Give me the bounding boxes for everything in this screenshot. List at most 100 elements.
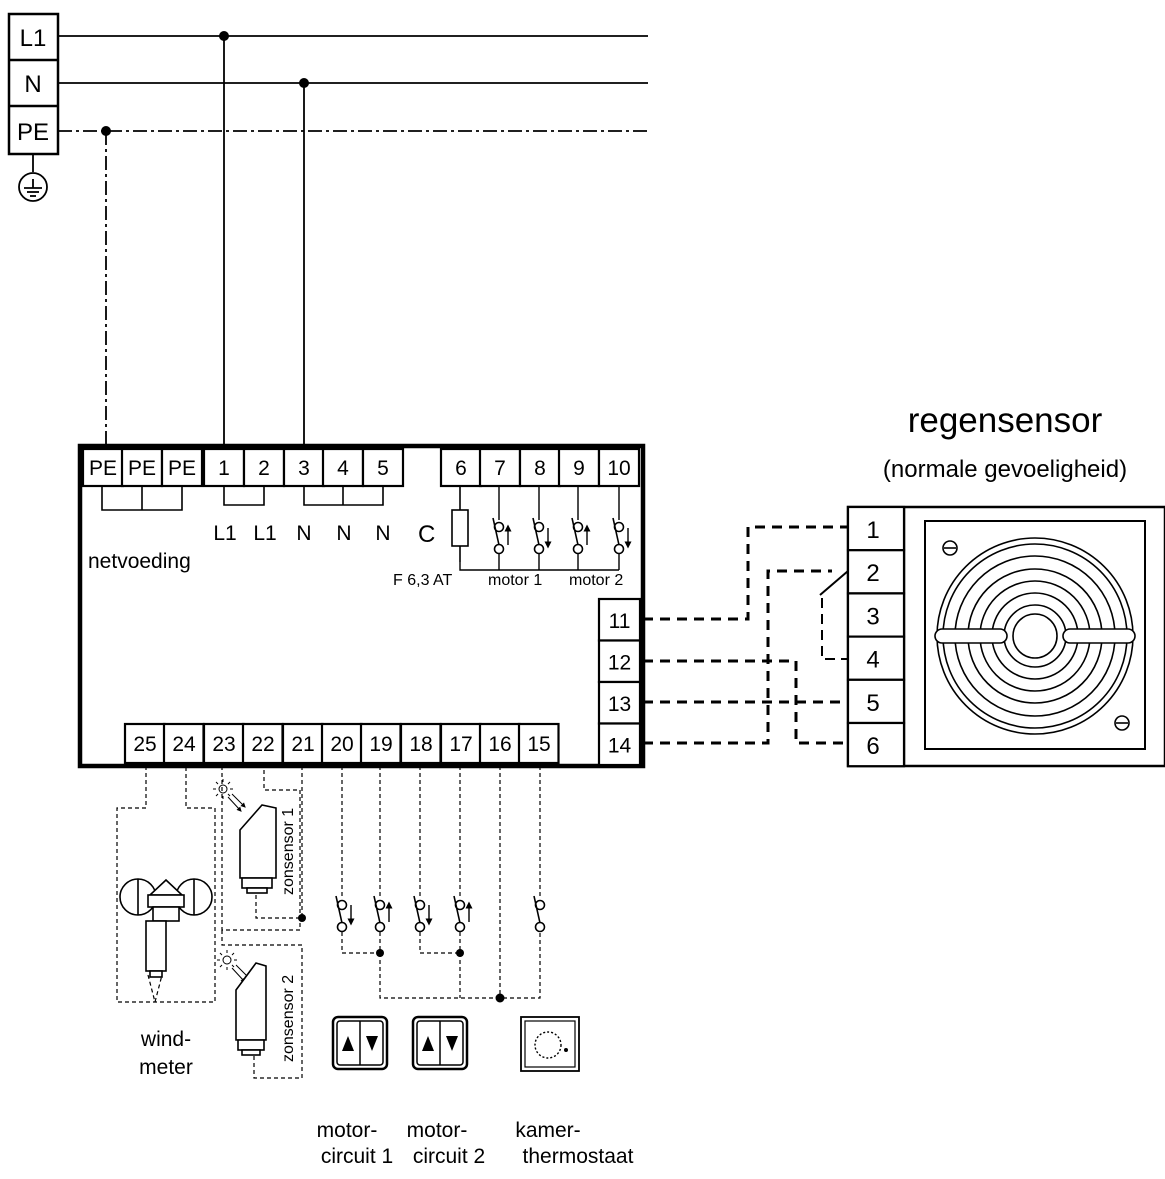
rain-sensor-wiring <box>643 525 848 745</box>
top-terminal-label: 6 <box>455 457 467 480</box>
bottom-terminal-label: 23 <box>212 733 235 756</box>
rain-terminal-label: 3 <box>866 603 879 630</box>
common-label: C <box>418 521 435 548</box>
windmeter-label-line1: wind- <box>140 1028 191 1051</box>
bottom-terminal-6: 19 <box>359 722 402 765</box>
rain-terminal-label: 5 <box>866 690 879 717</box>
top-terminal-10: 8 <box>518 447 562 488</box>
bottom-terminal-7: 18 <box>399 722 442 765</box>
zonsensor-2-label: zonsensor 2 <box>280 975 297 1062</box>
right-terminal-3: 14 <box>597 722 642 767</box>
rain-terminal-0: 1 <box>846 505 906 552</box>
top-terminal-label: 3 <box>298 457 310 480</box>
rain-sensor-subtitle: (normale gevoeligheid) <box>883 456 1127 483</box>
top-terminal-label: PE <box>168 457 196 480</box>
up-down-switch-icon <box>411 1015 469 1071</box>
bottom-terminal-0: 25 <box>123 722 166 765</box>
bottom-terminal-label: 19 <box>369 733 392 756</box>
relay-contact-icon <box>532 517 552 555</box>
rain-terminal-label: 2 <box>866 560 879 587</box>
bottom-terminal-label: 22 <box>251 733 274 756</box>
top-terminal-label: PE <box>128 457 156 480</box>
windmeter-label-line2: meter <box>139 1056 193 1079</box>
supply-label-2: L1 <box>253 522 276 545</box>
relay-contact-icon <box>335 895 355 933</box>
bottom-terminal-label: 16 <box>488 733 511 756</box>
rain-sensor-title: regensensor <box>908 401 1103 440</box>
supply-label-5: N <box>375 522 390 545</box>
top-terminal-2: PE <box>160 447 204 488</box>
top-terminal-6: 4 <box>321 447 365 488</box>
sun-icon <box>217 950 250 983</box>
thermostat-dial-icon <box>520 1016 580 1072</box>
motor-circuit-2-line2: circuit 2 <box>413 1145 485 1168</box>
top-terminal-label: 2 <box>258 457 270 480</box>
right-terminal-label: 13 <box>608 693 631 716</box>
rain-terminal-2: 3 <box>846 592 906 638</box>
top-terminal-8: 6 <box>439 447 483 488</box>
top-terminal-1: PE <box>120 447 164 488</box>
rain-terminal-3: 4 <box>846 635 906 681</box>
top-terminal-0: PE <box>81 447 125 488</box>
relay-contact-icon <box>492 517 512 555</box>
thermostat-line1: kamer- <box>515 1119 580 1142</box>
top-terminal-label: 4 <box>337 457 349 480</box>
bottom-terminal-5: 20 <box>320 722 363 765</box>
up-down-switch-icon <box>331 1015 389 1071</box>
top-terminal-label: 5 <box>377 457 389 480</box>
bottom-terminal-9: 16 <box>478 722 521 765</box>
motor1-label: motor 1 <box>488 572 542 589</box>
supply-label-4: N <box>336 522 351 545</box>
motor-circuit-1-line1: motor- <box>317 1119 378 1142</box>
rain-terminal-label: 6 <box>866 733 879 760</box>
mains-lines <box>58 35 648 446</box>
mains-label-pe: PE <box>17 119 49 146</box>
relay-contact-icon <box>373 895 393 933</box>
bottom-terminal-label: 18 <box>409 733 432 756</box>
motor-circuit-1-line2: circuit 1 <box>321 1145 393 1168</box>
bottom-terminal-1: 24 <box>162 722 205 765</box>
motor2-label: motor 2 <box>569 572 623 589</box>
mains-label-l1: L1 <box>20 25 47 52</box>
sun-icon <box>213 779 246 812</box>
motor-circuit-2-line1: motor- <box>407 1119 468 1142</box>
top-terminal-3: 1 <box>202 447 246 488</box>
top-terminal-4: 2 <box>242 447 286 488</box>
rain-sensor-internal-link <box>819 570 849 660</box>
rain-terminal-label: 4 <box>866 647 879 674</box>
top-terminal-label: 8 <box>534 457 546 480</box>
rain-terminal-4: 5 <box>846 678 906 725</box>
supply-label-3: N <box>296 522 311 545</box>
fuse-icon <box>451 486 469 562</box>
relay-common-bus <box>459 486 620 571</box>
right-terminal-2: 13 <box>597 680 642 725</box>
relay-contact-icon <box>571 517 591 555</box>
rain-sensor-terminals: 1 2 3 4 5 6 <box>846 505 906 768</box>
junction-n <box>299 78 309 88</box>
rain-sensor-plate <box>924 520 1146 750</box>
terminal-bridges <box>101 486 384 511</box>
bottom-terminal-2: 23 <box>202 722 245 765</box>
right-terminal-label: 11 <box>609 610 631 633</box>
right-terminal-label: 12 <box>608 652 631 675</box>
relay-contact-icon <box>533 895 546 933</box>
bottom-terminal-4: 21 <box>281 722 324 765</box>
bottom-terminal-label: 24 <box>172 733 196 756</box>
bottom-terminal-label: 15 <box>527 733 550 756</box>
bottom-terminal-label: 25 <box>133 733 156 756</box>
top-terminal-5: 3 <box>282 447 326 488</box>
relay-contact-icon <box>453 895 473 933</box>
top-terminal-label: 10 <box>607 457 630 480</box>
top-terminal-label: 1 <box>218 457 230 480</box>
top-terminal-label: 7 <box>494 457 506 480</box>
right-terminal-1: 12 <box>597 639 642 684</box>
bottom-terminal-label: 20 <box>330 733 353 756</box>
top-terminal-label: PE <box>89 457 117 480</box>
supply-caption: netvoeding <box>88 550 191 573</box>
bottom-terminal-10: 15 <box>517 722 560 765</box>
fuse-label: F 6,3 AT <box>393 572 453 589</box>
peripheral-wiring <box>116 766 541 1079</box>
bottom-terminal-3: 22 <box>241 722 284 765</box>
